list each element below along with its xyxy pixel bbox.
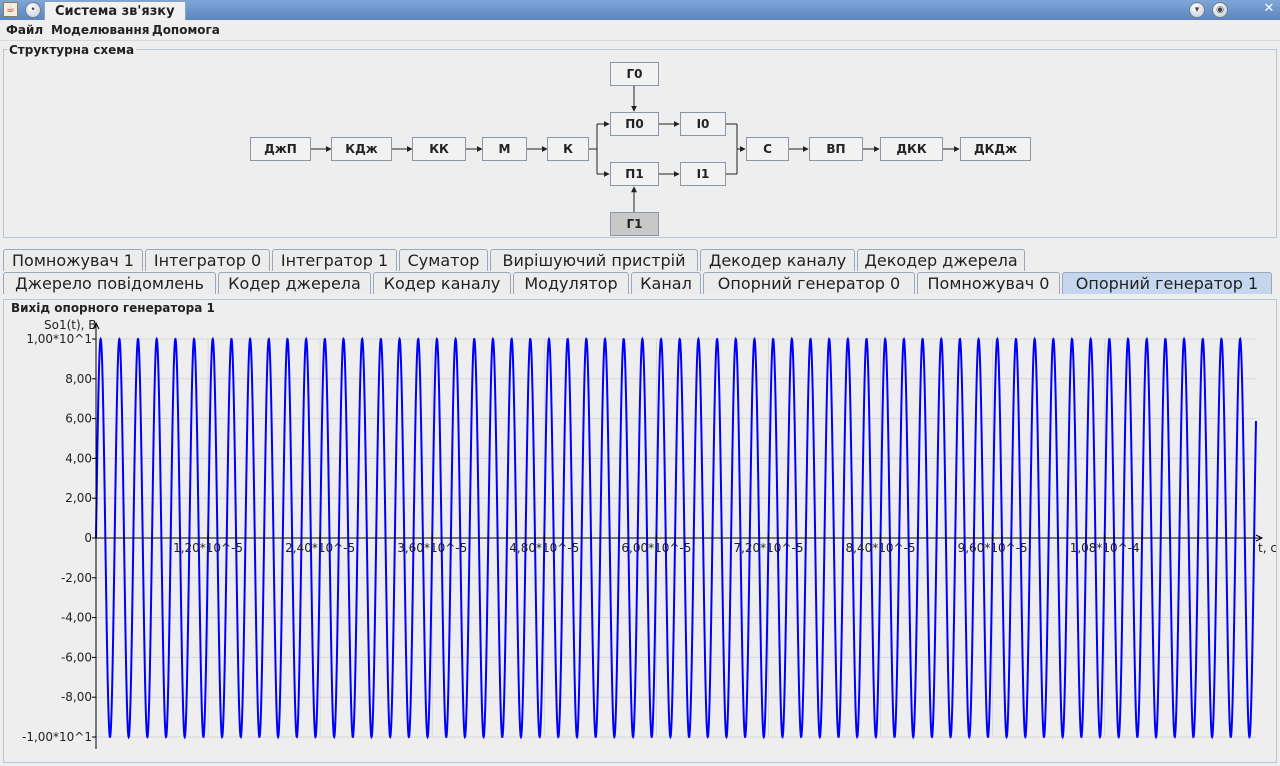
y-tick-label: 6,00 bbox=[65, 412, 92, 426]
x-axis-arrow bbox=[1255, 534, 1264, 542]
window-titlebar[interactable]: ☕ • Система зв'язку ▾ ◉ ✕ bbox=[0, 0, 1280, 20]
block-kdj[interactable]: КДж bbox=[331, 137, 392, 161]
block-p1[interactable]: П1 bbox=[610, 162, 659, 186]
tab-channel-decoder[interactable]: Декодер каналу bbox=[700, 249, 855, 271]
tab-multiplier-0[interactable]: Помножувач 0 bbox=[917, 272, 1060, 294]
menu-modeling[interactable]: Моделювання bbox=[51, 23, 150, 37]
structure-panel: Структурна схема ДжП КДж КК М К Г0 П0 І0… bbox=[3, 43, 1277, 238]
x-tick-label: 3,60*10^-5 bbox=[397, 541, 467, 555]
minimize-icon[interactable]: ▾ bbox=[1189, 2, 1205, 18]
y-tick-label: -6,00 bbox=[61, 650, 92, 664]
y-tick-label: -8,00 bbox=[61, 690, 92, 704]
menu-help[interactable]: Допомога bbox=[152, 23, 220, 37]
x-tick-label: 6,00*10^-5 bbox=[621, 541, 691, 555]
y-tick-label: 0 bbox=[84, 531, 92, 545]
window-title: Система зв'язку bbox=[44, 1, 186, 20]
y-axis-arrow bbox=[92, 321, 100, 330]
block-vp[interactable]: ВП bbox=[809, 137, 863, 161]
block-i0[interactable]: І0 bbox=[680, 112, 726, 136]
tab-channel[interactable]: Канал bbox=[631, 272, 701, 294]
close-icon[interactable]: ✕ bbox=[1263, 1, 1275, 16]
block-djp[interactable]: ДжП bbox=[250, 137, 311, 161]
menu-bar: Файл Моделювання Допомога bbox=[0, 20, 1280, 41]
x-axis-label: t, c bbox=[1258, 541, 1276, 555]
y-tick-label: 1,00*10^1 bbox=[26, 332, 92, 346]
tab-message-source[interactable]: Джерело повідомлень bbox=[3, 272, 216, 294]
java-cup-icon[interactable]: ☕ bbox=[3, 2, 18, 17]
chart-panel: Вихід опорного генератора 1 1,00*10^1 8,0… bbox=[3, 299, 1277, 763]
tab-multiplier-1[interactable]: Помножувач 1 bbox=[3, 249, 143, 271]
tab-source-encoder[interactable]: Кодер джерела bbox=[218, 272, 371, 294]
block-k[interactable]: К bbox=[547, 137, 589, 161]
chart-panel-title: Вихід опорного генератора 1 bbox=[9, 301, 217, 315]
block-g0[interactable]: Г0 bbox=[610, 62, 659, 86]
tab-integrator-1[interactable]: Інтегратор 1 bbox=[272, 249, 397, 271]
y-tick-label: 2,00 bbox=[65, 491, 92, 505]
x-tick-label: 4,80*10^-5 bbox=[509, 541, 579, 555]
series-line bbox=[95, 336, 1257, 740]
tab-source-decoder[interactable]: Декодер джерела bbox=[857, 249, 1025, 271]
y-axis-label: So1(t), B bbox=[44, 318, 97, 332]
tab-channel-encoder[interactable]: Кодер каналу bbox=[373, 272, 511, 294]
x-tick-label: 8,40*10^-5 bbox=[846, 541, 916, 555]
block-s[interactable]: С bbox=[746, 137, 789, 161]
block-m[interactable]: М bbox=[482, 137, 527, 161]
x-tick-label: 9,60*10^-5 bbox=[958, 541, 1028, 555]
reference-generator-chart: 1,00*10^1 8,00 6,00 4,00 2,00 0 -2,00 -4,00 -6,0… bbox=[22, 318, 1276, 749]
tab-decision-device[interactable]: Вирішуючий пристрій bbox=[490, 249, 698, 271]
tab-ref-generator-0[interactable]: Опорний генератор 0 bbox=[703, 272, 915, 294]
tab-adder[interactable]: Суматор bbox=[399, 249, 488, 271]
x-tick-label: 1,20*10^-5 bbox=[173, 541, 243, 555]
y-tick-label: -1,00*10^1 bbox=[22, 730, 92, 744]
tab-integrator-0[interactable]: Інтегратор 0 bbox=[145, 249, 270, 271]
structure-title: Структурна схема bbox=[7, 43, 137, 57]
tab-ref-generator-1[interactable]: Опорний генератор 1 bbox=[1062, 272, 1272, 294]
tab-modulator[interactable]: Модулятор bbox=[513, 272, 629, 294]
block-i1[interactable]: І1 bbox=[680, 162, 726, 186]
block-p0[interactable]: П0 bbox=[610, 112, 659, 136]
y-tick-label: 4,00 bbox=[65, 451, 92, 465]
y-tick-label: -4,00 bbox=[61, 611, 92, 625]
maximize-icon[interactable]: ◉ bbox=[1212, 2, 1228, 18]
block-kk[interactable]: КК bbox=[412, 137, 466, 161]
x-tick-label: 2,40*10^-5 bbox=[285, 541, 355, 555]
window-menu-icon[interactable]: • bbox=[25, 2, 41, 18]
x-tick-label: 7,20*10^-5 bbox=[733, 541, 803, 555]
menu-file[interactable]: Файл bbox=[6, 23, 44, 37]
block-g1[interactable]: Г1 bbox=[610, 212, 659, 236]
diagram-connectors bbox=[311, 86, 960, 212]
block-dkk[interactable]: ДКК bbox=[880, 137, 943, 161]
y-tick-label: 8,00 bbox=[65, 372, 92, 386]
block-dkdj[interactable]: ДКДж bbox=[960, 137, 1031, 161]
x-tick-label: 1,08*10^-4 bbox=[1070, 541, 1140, 555]
y-tick-label: -2,00 bbox=[61, 571, 92, 585]
